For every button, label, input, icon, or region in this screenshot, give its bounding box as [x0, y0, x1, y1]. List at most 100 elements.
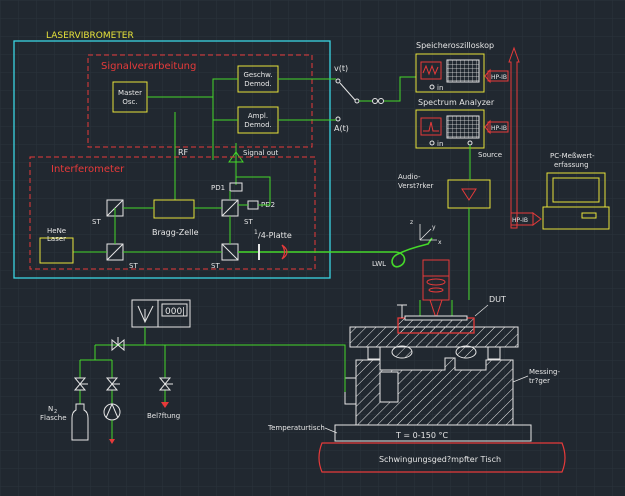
st-label-upper-right: ST: [244, 218, 253, 226]
temperature-stage: [334, 424, 532, 442]
gauge-digital-display: [161, 303, 188, 317]
st-label-lower-left: ST: [129, 262, 138, 270]
spectrum-analyzer-label: Spectrum Analyzer: [418, 98, 495, 107]
audio-label-line1: Audio-: [398, 173, 421, 181]
pc-monitor-screen: [552, 177, 600, 203]
bragg-label: Bragg-Zelle: [152, 228, 199, 237]
bearing-ball-right: [455, 345, 477, 359]
hpib-label-1: HP-IB: [491, 74, 507, 81]
signal-out-label: Signal out: [243, 149, 278, 157]
valve-middle-icon: [105, 377, 120, 391]
signal-processing-wiring: [147, 78, 326, 200]
n2-label: N: [48, 405, 53, 413]
ampl-demod-label: Demod.: [244, 121, 271, 129]
photodiode-1: [229, 182, 243, 192]
hpib-label-2: HP-IB: [491, 125, 507, 132]
scope-in-label: in: [437, 84, 443, 92]
vent-exhaust-arrow: [161, 402, 169, 408]
spectrum-analyzer: [415, 109, 485, 149]
hene-label: HeNe: [47, 227, 66, 235]
geschw-demod-label: Demod.: [244, 80, 271, 88]
beam-splitter-lower-left-mirror: [106, 243, 124, 261]
messing-label-line1: Messing-: [529, 368, 560, 376]
master-label: Master: [118, 89, 142, 97]
at-label: A(t): [334, 124, 349, 133]
interferometer-frame: [29, 156, 316, 270]
pc-label-line2: erfassung: [554, 161, 589, 169]
hp-ib-bus: [484, 46, 542, 229]
lwl-label: LWL: [372, 260, 386, 268]
pc-base-unit: [542, 206, 610, 230]
temperature-range-label: T = 0-150 °C: [395, 431, 448, 440]
st-label-upper-left: ST: [92, 218, 101, 226]
support-post-left: [367, 346, 381, 360]
laservibrometer-label: LASERVIBROMETER: [46, 31, 134, 41]
spectrum-peak: [423, 121, 439, 132]
selector-switch: [339, 82, 356, 101]
support-post-right: [487, 346, 501, 360]
spectrum-peak-screen: [420, 117, 442, 136]
messing-label-line2: tr?ger: [529, 377, 550, 385]
axis-x-label: x: [438, 239, 442, 246]
n2-subscript: 2: [54, 409, 57, 415]
at-terminal: [335, 116, 341, 122]
geschw-label: Geschw.: [244, 71, 273, 79]
hpib-label-3: HP-IB: [512, 217, 528, 224]
laser-label: Laser: [47, 235, 66, 243]
gauge-display-value: 000|: [165, 307, 185, 317]
temperaturtisch-label: Temperaturtisch: [267, 424, 325, 432]
scope-signal-lines: [384, 76, 416, 102]
fiber-coupler-lens: [281, 244, 288, 260]
rf-label: RF: [178, 148, 189, 157]
signalverarbeitung-label: Signalverarbeitung: [101, 61, 196, 72]
source-label: Source: [478, 151, 502, 159]
nitrogen-cylinder: [71, 403, 89, 441]
vibration-damped-table: [318, 442, 566, 473]
spectrum-in-label: in: [437, 140, 443, 148]
bnc-connector-left: [372, 98, 378, 104]
dut-leader: [474, 304, 489, 317]
st-label-lower-right: ST: [211, 262, 220, 270]
pc-drive-slot: [581, 212, 597, 219]
switch-output-wiring: [326, 78, 372, 121]
hene-laser-box: [39, 237, 74, 264]
laservibrometer-frame: [13, 40, 331, 279]
ampl-label: Ampl.: [248, 112, 268, 120]
tisch-label: Schwingungsged?mpfter Tisch: [379, 455, 501, 464]
audio-label-line2: Verst?rker: [398, 182, 434, 190]
audio-amplifier-icon: [461, 188, 477, 201]
coordinate-axes: [419, 224, 437, 241]
quarter-plate-number: 1: [254, 229, 258, 236]
scope-waveform: [422, 64, 439, 76]
flasche-label: Flasche: [40, 414, 67, 422]
quarter-plate-label: /4-Platte: [258, 231, 292, 240]
bragg-cell: [153, 199, 195, 219]
spectrum-grid-screen: [446, 115, 480, 139]
axis-y-label: y: [432, 224, 436, 231]
sensor-lens-lower: [428, 287, 444, 293]
gas-piping: [79, 327, 346, 404]
beam-splitter-upper-right-mirror: [221, 199, 239, 217]
beam-splitter-lower-right-mirror: [221, 243, 239, 261]
vt-terminal: [335, 78, 341, 84]
pd1-label: PD1: [211, 184, 225, 192]
speicheroszilloskop-label: Speicheroszilloskop: [416, 41, 494, 50]
bearing-ball-left: [391, 345, 413, 359]
temperaturtisch-leader: [324, 427, 338, 434]
pd2-wiring: [236, 176, 271, 206]
pump-symbol: [105, 402, 119, 419]
main-valve-icon: [111, 337, 125, 352]
optical-sensor-head: [422, 259, 450, 301]
carrier-inner-block: [379, 371, 399, 403]
vent-valve-icon: [158, 377, 173, 391]
bnc-connector-right: [378, 98, 384, 104]
storage-oscilloscope: [415, 53, 485, 93]
pressure-gauge-box: [131, 299, 191, 328]
spectrum-input-connector: [429, 140, 435, 146]
pc-label-line1: PC-Meßwert-: [550, 152, 595, 160]
scope-grid-screen: [446, 59, 480, 83]
scope-waveform-screen: [420, 61, 442, 80]
osc-label: Osc.: [122, 98, 137, 106]
vt-label: v(t): [334, 64, 348, 73]
